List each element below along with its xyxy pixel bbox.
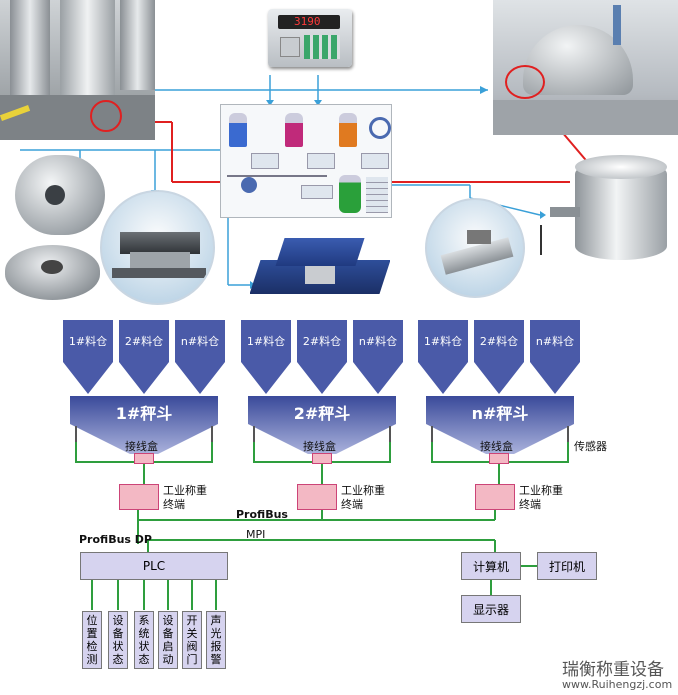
display-box: 显示器 xyxy=(461,595,521,623)
weigh-module-photo-circle xyxy=(100,190,215,305)
equipment-collage: 3190 xyxy=(0,0,678,312)
canister-load-cell-photo xyxy=(540,155,675,275)
junction-box-label-1: 接线盒 xyxy=(125,440,158,453)
profibus-dp-label: ProfiBus DP xyxy=(79,533,152,546)
bin-label-g2-n: n#料仓 xyxy=(358,335,398,348)
io-equipment-start: 设备启动 xyxy=(158,611,178,669)
printer-box: 打印机 xyxy=(537,552,597,580)
hopper-label-n: n#秤斗 xyxy=(471,404,529,423)
weighing-terminal-label-n: 工业称重 终端 xyxy=(519,484,563,511)
system-diagram-lines xyxy=(63,320,580,610)
junction-box-label-n: 接线盒 xyxy=(480,440,513,453)
reactor-weighing-photo xyxy=(493,0,678,135)
bin-label-g3-2: 2#料仓 xyxy=(479,335,519,348)
weighing-terminal-n xyxy=(475,484,515,510)
watermark-company: 瑞衡称重设备 xyxy=(562,660,664,680)
indicator-reading: 3190 xyxy=(294,15,321,28)
junction-box-label-2: 接线盒 xyxy=(303,440,336,453)
junction-box-2 xyxy=(312,453,332,464)
weighing-indicator-photo: 3190 xyxy=(264,5,356,73)
bin-label-g2-2: 2#料仓 xyxy=(302,335,342,348)
bin-label-g2-1: 1#料仓 xyxy=(246,335,286,348)
mpi-label: MPI xyxy=(246,528,266,541)
bin-label-g1-n: n#料仓 xyxy=(180,335,220,348)
tank-weighing-photo xyxy=(0,0,155,140)
bin-label-g3-n: n#料仓 xyxy=(535,335,575,348)
junction-box-n xyxy=(489,453,509,464)
io-valve-switch: 开关阀门 xyxy=(182,611,202,669)
io-position-detection: 位置检测 xyxy=(82,611,102,669)
beam-load-cell-photo-circle xyxy=(425,198,525,298)
sensor-label: 传感器 xyxy=(574,440,607,453)
hopper-label-1: 1#秤斗 xyxy=(115,404,173,423)
load-cell-photo-left xyxy=(5,150,110,310)
weighing-terminal-2 xyxy=(297,484,337,510)
io-equipment-status: 设备状态 xyxy=(108,611,128,669)
watermark-url: www.Ruihengzj.com xyxy=(562,678,673,691)
plc-box: PLC xyxy=(80,552,228,580)
bin-label-g3-1: 1#料仓 xyxy=(423,335,463,348)
weighing-terminal-label-2: 工业称重 终端 xyxy=(341,484,385,511)
computer-box: 计算机 xyxy=(461,552,521,580)
bin-label-g1-1: 1#料仓 xyxy=(68,335,108,348)
weigh-module-photo-blue xyxy=(250,228,390,308)
io-system-status: 系统状态 xyxy=(134,611,154,669)
scada-screen xyxy=(220,104,392,218)
io-alarm: 声光报警 xyxy=(206,611,226,669)
hopper-label-2: 2#秤斗 xyxy=(293,404,351,423)
weighing-terminal-1 xyxy=(119,484,159,510)
junction-box-1 xyxy=(134,453,154,464)
profibus-label: ProfiBus xyxy=(236,508,288,521)
weighing-terminal-label-1: 工业称重 终端 xyxy=(163,484,207,511)
bin-label-g1-2: 2#料仓 xyxy=(124,335,164,348)
